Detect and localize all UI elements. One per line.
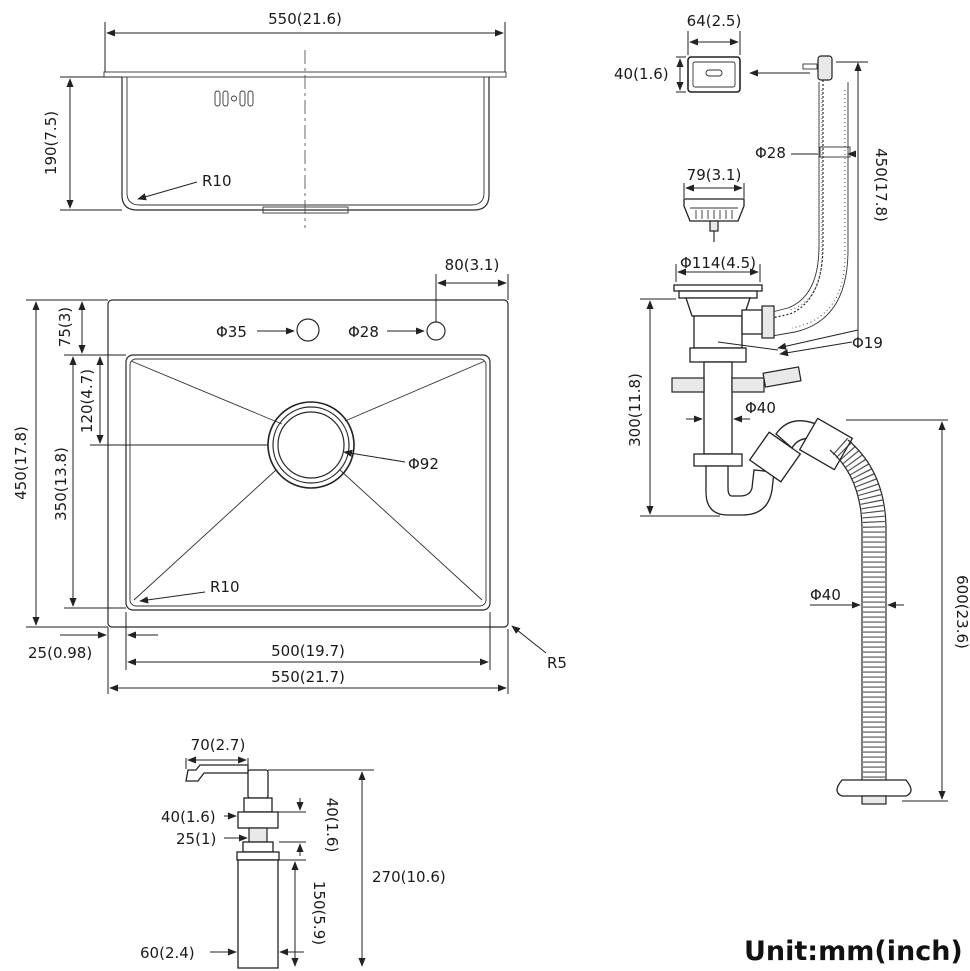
top-350-label: 350(13.8) bbox=[52, 447, 70, 521]
top-view: Φ35 Φ28 80(3.1) Φ92 R10 R5 450(17.8) 350… bbox=[12, 256, 567, 694]
overflow-cover-icon bbox=[687, 56, 741, 93]
overflow-40-label: 40(1.6) bbox=[614, 65, 669, 83]
trap-300-label: 300(11.8) bbox=[626, 373, 644, 447]
overflow-64-label: 64(2.5) bbox=[687, 12, 742, 30]
drain-hose-icon bbox=[829, 437, 912, 805]
hole-28-label: Φ28 bbox=[348, 323, 379, 341]
rim-25-label: 25(0.98) bbox=[28, 644, 92, 662]
hose-28-label: Φ28 bbox=[755, 144, 786, 162]
top-75-label: 75(3) bbox=[56, 307, 74, 347]
pipe-19-label: Φ19 bbox=[852, 334, 883, 352]
side-view: 550(21.6) 190(7.5) R10 bbox=[42, 10, 507, 228]
drain-92-label: Φ92 bbox=[408, 455, 439, 473]
overflow-slot-icon bbox=[214, 90, 254, 107]
soap-150-label: 150(5.9) bbox=[310, 881, 328, 945]
trap-pipe-icon bbox=[671, 361, 854, 516]
basket-strainer-icon bbox=[683, 198, 745, 242]
side-width-label: 550(21.6) bbox=[268, 10, 342, 28]
top-120-label: 120(4.7) bbox=[78, 369, 96, 433]
soap-hole-icon bbox=[426, 321, 446, 341]
corner-radius-label: R5 bbox=[547, 654, 567, 672]
hole-35-label: Φ35 bbox=[216, 323, 247, 341]
top-80-label: 80(3.1) bbox=[445, 256, 500, 274]
faucet-hole-icon bbox=[296, 318, 320, 342]
top-450-label: 450(17.8) bbox=[12, 426, 30, 500]
drain-icon bbox=[267, 401, 355, 489]
hose-450-label: 450(17.8) bbox=[872, 148, 890, 222]
unit-label: Unit:mm(inch) bbox=[744, 936, 963, 967]
strainer-114-label: Φ114(4.5) bbox=[680, 254, 756, 272]
inner-radius-label: R10 bbox=[210, 578, 240, 596]
soap-25-label: 25(1) bbox=[176, 830, 216, 848]
drain-hose-600-label: 600(23.6) bbox=[953, 575, 970, 649]
soap-40b-label: 40(1.6) bbox=[323, 798, 341, 853]
side-height-label: 190(7.5) bbox=[42, 111, 60, 175]
trap-40-label: Φ40 bbox=[745, 399, 776, 417]
soap-dispenser: 70(2.7) 40(1.6) 25(1) 40(1.6) 150(5.9) 2… bbox=[140, 736, 446, 969]
strainer-body-icon bbox=[673, 284, 775, 363]
drain-assembly: 64(2.5) 40(1.6) Φ28 450(17.8) 79(3.1) bbox=[614, 12, 970, 805]
side-radius-label: R10 bbox=[202, 172, 232, 190]
overflow-hose-icon bbox=[789, 90, 846, 329]
drain-hose-40-label: Φ40 bbox=[810, 586, 841, 604]
soap-270-label: 270(10.6) bbox=[372, 868, 446, 886]
soap-dispenser-icon bbox=[185, 764, 280, 969]
basket-79-label: 79(3.1) bbox=[687, 166, 742, 184]
inner-width-label: 500(19.7) bbox=[271, 642, 345, 660]
soap-70-label: 70(2.7) bbox=[191, 736, 246, 754]
soap-40a-label: 40(1.6) bbox=[161, 808, 216, 826]
soap-60-label: 60(2.4) bbox=[140, 944, 195, 962]
outer-width-label: 550(21.7) bbox=[271, 668, 345, 686]
